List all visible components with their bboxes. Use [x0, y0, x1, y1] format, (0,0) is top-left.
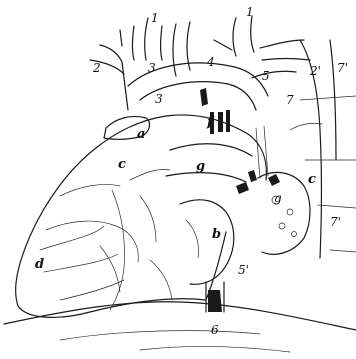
label-5b: 5': [238, 263, 249, 277]
heart-body: [16, 115, 310, 317]
label-c1: c: [118, 157, 126, 172]
label-1a: 1: [151, 11, 159, 25]
label-a: a: [137, 127, 145, 142]
label-7c: 7': [330, 215, 341, 229]
label-b: b: [212, 227, 221, 242]
label-7b: 7: [286, 93, 294, 107]
label-2b: 2': [309, 64, 321, 78]
label-4: 4: [206, 55, 215, 69]
label-1b: 1: [246, 5, 254, 19]
label-6: 6: [211, 323, 219, 337]
label-g2: g: [274, 191, 282, 205]
label-5a: 5: [262, 69, 270, 83]
label-c2: c: [308, 172, 316, 187]
diaphragm: [4, 302, 356, 352]
label-2a: 2: [92, 61, 101, 75]
label-3a: 3: [148, 61, 156, 75]
figure-labels: 1 1 2 2' 3 3 4 5 5' 6 7' 7 7' a b c c d …: [35, 5, 348, 337]
label-g1: g: [196, 159, 205, 174]
label-3b: 3: [155, 92, 163, 106]
label-d: d: [35, 257, 44, 272]
label-7a: 7': [337, 61, 348, 75]
